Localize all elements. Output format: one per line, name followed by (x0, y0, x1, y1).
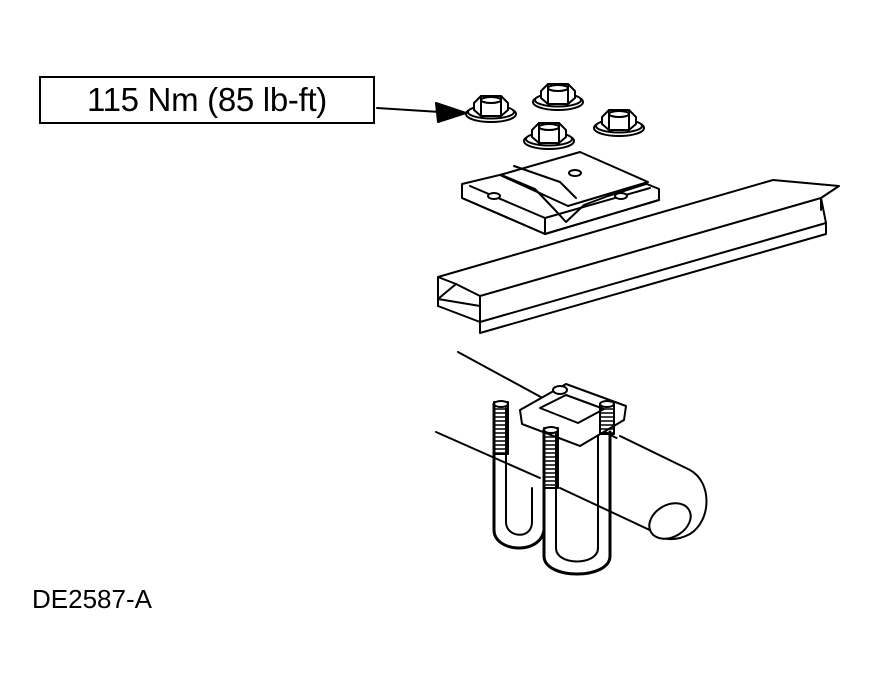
flange-nut-1 (465, 95, 517, 123)
u-bolt-2 (542, 400, 615, 576)
flange-nut-3 (593, 109, 645, 137)
torque-callout-box: 115 Nm (85 lb-ft) (39, 76, 375, 124)
spring-plate (461, 151, 660, 235)
flange-nut-2 (532, 83, 584, 111)
leader-arrow (376, 102, 467, 123)
axle-tube (435, 351, 708, 540)
flange-nut-4 (523, 122, 575, 150)
figure-reference-code: DE2587-A (32, 584, 152, 614)
torque-spec-label: 115 Nm (85 lb-ft) (86, 81, 328, 118)
leaf-spring (437, 179, 840, 334)
